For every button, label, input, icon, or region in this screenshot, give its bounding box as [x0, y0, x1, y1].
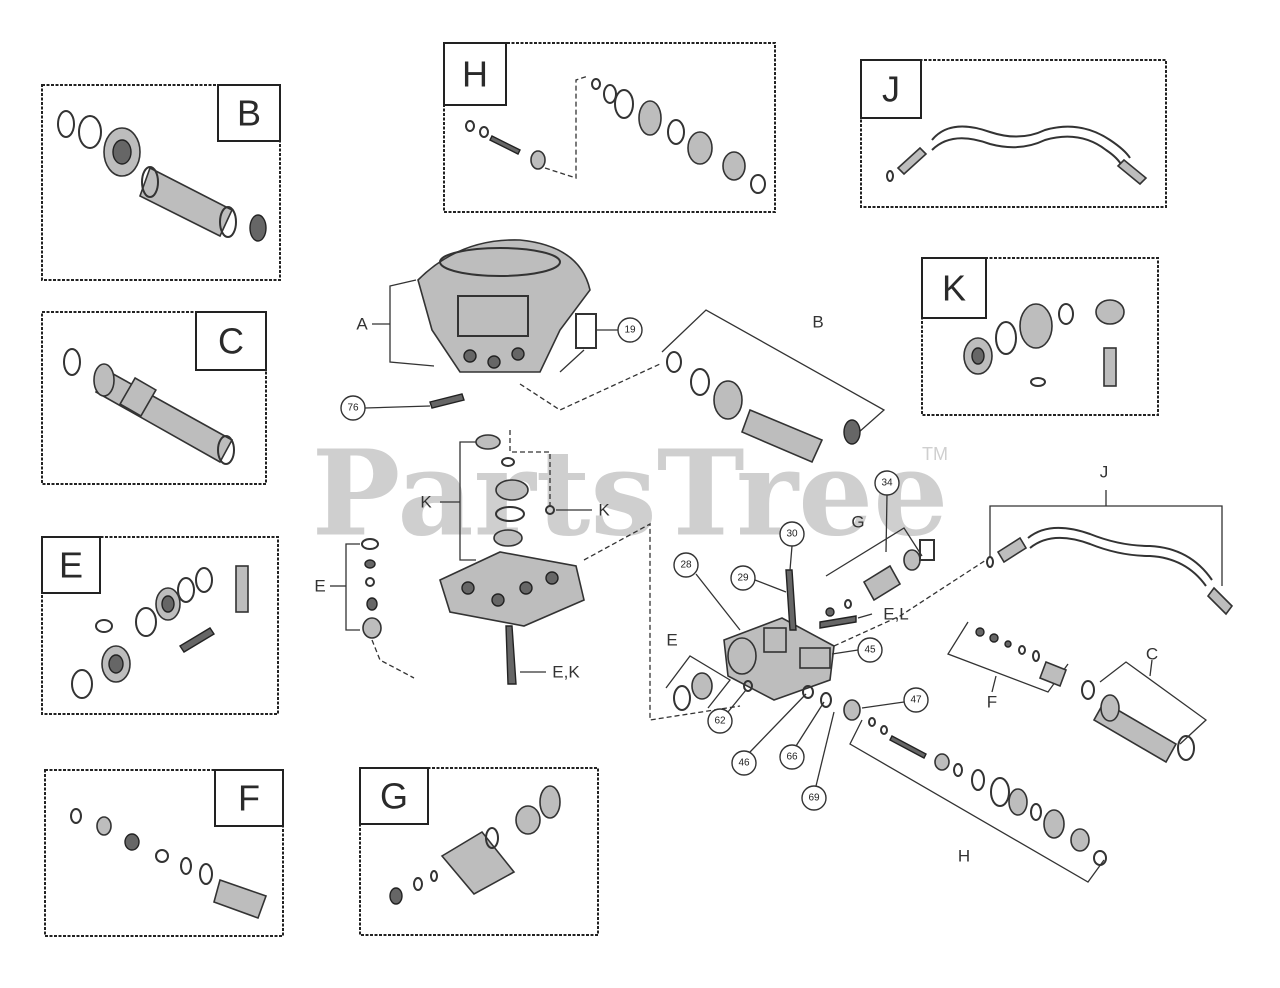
callout-19[interactable]: 19 — [559, 313, 643, 373]
label-e-k: E,K — [552, 663, 580, 682]
inset-e-label: E — [59, 545, 83, 586]
inset-f-label: F — [238, 778, 260, 819]
svg-text:66: 66 — [786, 752, 798, 763]
e-stack-left — [330, 538, 415, 679]
inset-c-parts — [63, 348, 235, 465]
e-group-right — [665, 655, 731, 711]
inset-g-label: G — [380, 776, 408, 817]
watermark-trademark: TM — [922, 444, 948, 464]
label-f: F — [987, 693, 997, 712]
inset-f[interactable]: F — [44, 769, 284, 937]
manifold-block — [439, 522, 741, 721]
callout-34[interactable]: 34 — [874, 470, 900, 553]
inset-h-label: H — [462, 54, 488, 95]
callout-66[interactable]: 66 — [779, 701, 825, 770]
inset-b[interactable]: B — [41, 84, 281, 281]
label-h: H — [958, 847, 970, 866]
c-group — [1081, 659, 1208, 764]
inset-j-parts — [886, 125, 1148, 186]
g-group — [825, 527, 935, 617]
inline-b-group — [519, 309, 886, 464]
label-j: J — [1100, 463, 1109, 482]
svg-text:76: 76 — [347, 403, 359, 414]
label-e-l: E,L — [883, 605, 909, 624]
callout-45[interactable]: 45 — [831, 637, 883, 663]
label-k-left: K — [420, 493, 432, 512]
svg-text:47: 47 — [910, 695, 922, 706]
svg-text:69: 69 — [808, 793, 820, 804]
inset-c-label: C — [218, 321, 244, 362]
inset-g-parts — [389, 785, 561, 905]
inset-h-parts — [465, 75, 766, 194]
label-g: G — [851, 513, 864, 532]
callout-76[interactable]: 76 — [340, 393, 465, 421]
e-l-screw — [819, 613, 873, 629]
callout-29[interactable]: 29 — [730, 565, 787, 593]
inset-e-parts — [71, 565, 249, 699]
svg-text:62: 62 — [714, 716, 726, 727]
k-seal-stack — [440, 430, 592, 561]
inset-k-label: K — [942, 268, 966, 309]
svg-text:30: 30 — [786, 529, 798, 540]
callout-28[interactable]: 28 — [673, 552, 741, 631]
label-k-right: K — [598, 501, 610, 520]
inset-b-parts — [57, 110, 267, 242]
pump-head-assembly — [372, 239, 591, 373]
inset-g[interactable]: G — [359, 767, 599, 936]
svg-text:34: 34 — [881, 478, 893, 489]
inset-h[interactable]: H — [443, 42, 776, 213]
f-group — [947, 621, 1069, 693]
callout-62[interactable]: 62 — [707, 689, 747, 734]
label-a: A — [356, 315, 368, 334]
callout-30[interactable]: 30 — [779, 521, 805, 571]
svg-text:45: 45 — [864, 645, 876, 656]
svg-text:19: 19 — [624, 325, 636, 336]
svg-text:46: 46 — [738, 758, 750, 769]
svg-text:29: 29 — [737, 573, 749, 584]
inset-j-label: J — [882, 69, 900, 110]
j-hose-group — [833, 490, 1234, 647]
svg-text:28: 28 — [680, 560, 692, 571]
watermark-brand: PartsTree — [312, 424, 949, 563]
inset-k[interactable]: K — [921, 257, 1159, 416]
inset-k-parts — [963, 299, 1125, 387]
callout-46[interactable]: 46 — [731, 693, 807, 776]
inset-e[interactable]: E — [41, 536, 279, 715]
inset-f-parts — [70, 808, 268, 920]
label-c: C — [1146, 645, 1158, 664]
label-b: B — [812, 313, 823, 332]
callout-69[interactable]: 69 — [801, 711, 835, 811]
inset-j[interactable]: J — [860, 59, 1167, 208]
label-e-left: E — [314, 577, 325, 596]
unloader-valve-assembly — [723, 569, 861, 721]
inset-c[interactable]: C — [41, 311, 267, 485]
label-e-right: E — [666, 631, 677, 650]
h-group — [849, 717, 1107, 883]
inset-b-label: B — [237, 93, 261, 134]
callout-47[interactable]: 47 — [861, 687, 929, 713]
